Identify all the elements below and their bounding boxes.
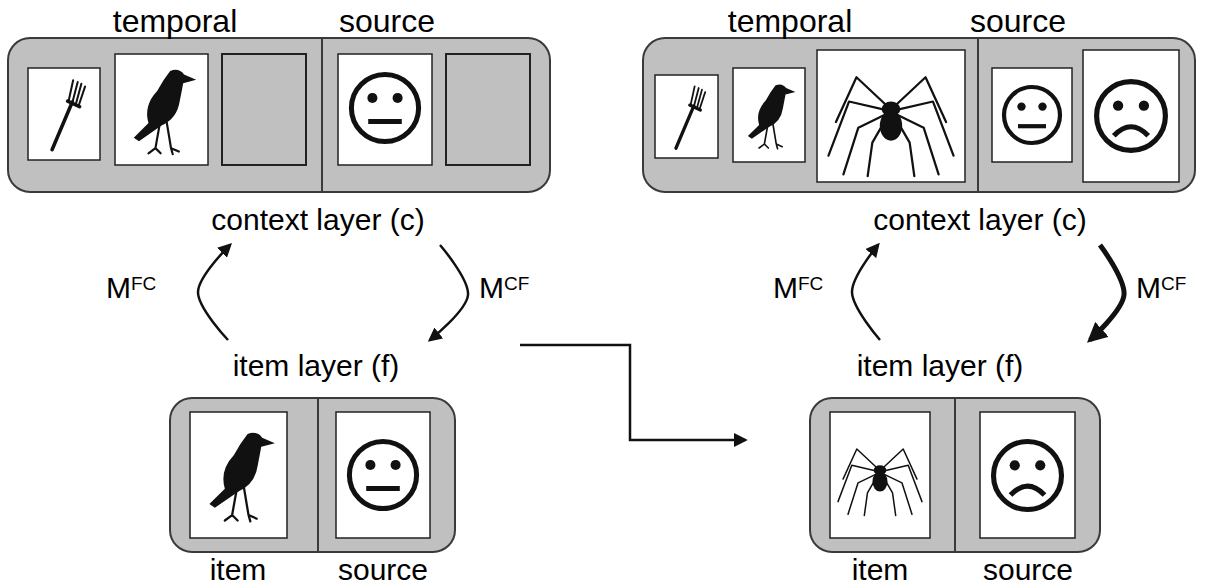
illustration-part [733,68,805,162]
layer-label: item layer (f) [857,351,1024,381]
illustration-part [336,412,430,538]
illustration-part [446,54,530,165]
band-caption: item [852,555,909,585]
illustration-part [992,68,1072,162]
illustration-part [28,68,100,160]
matrix-label: MFC [105,270,157,306]
connector-arrow [520,345,745,440]
layer-label: context layer (c) [873,205,1086,235]
illustration-part [977,38,979,192]
illustration-part [190,412,287,538]
connector-arrow [198,245,230,340]
illustration-part [338,54,432,165]
layer-heading: temporal [113,5,238,37]
illustration-part [838,449,922,515]
layer-heading: source [339,5,435,37]
connector-arrow [852,245,880,340]
connector-arrow [430,245,468,340]
illustration-part [349,441,416,508]
illustration-part [351,74,418,141]
illustration-part [817,50,965,182]
matrix-label: MCF [1135,270,1187,306]
matrix-label: MCF [478,270,530,306]
illustration-part [209,433,275,522]
illustration-part [134,70,196,154]
context-layer: temporal source context layer (c) [643,4,1195,245]
illustration-part [170,398,455,552]
item-layer: item layer (f) item source [170,340,520,586]
illustration-part [828,77,953,176]
illustration-part [1097,82,1166,151]
illustration-part [655,75,718,158]
illustration-part [1083,50,1179,182]
illustration-part [676,86,705,148]
layer-heading: temporal [728,5,853,37]
illustration-part [748,84,796,148]
band-caption: source [338,555,428,585]
illustration-part [994,442,1062,510]
illustration-part [980,412,1075,538]
band-caption: item [210,555,267,585]
band-caption: source [983,555,1073,585]
illustration-part [830,412,930,538]
connector-arrow [1090,245,1124,340]
layer-label: item layer (f) [233,351,400,381]
illustration-part [643,38,1195,192]
illustration-part [52,80,85,149]
layer-label: context layer (c) [211,205,424,235]
illustration-part [810,398,1100,552]
illustration-part [1004,87,1060,143]
item-layer: item layer (f) item source [745,340,1102,586]
illustration-part [954,398,956,552]
illustration-part [321,38,323,192]
illustration-part [317,398,319,552]
illustration-part [115,54,208,165]
context-layer: temporal source context layer (c) [8,4,550,245]
illustration-part [222,54,306,165]
illustration-part [8,38,550,192]
matrix-label: MFC [772,270,824,306]
layer-heading: source [970,5,1066,37]
